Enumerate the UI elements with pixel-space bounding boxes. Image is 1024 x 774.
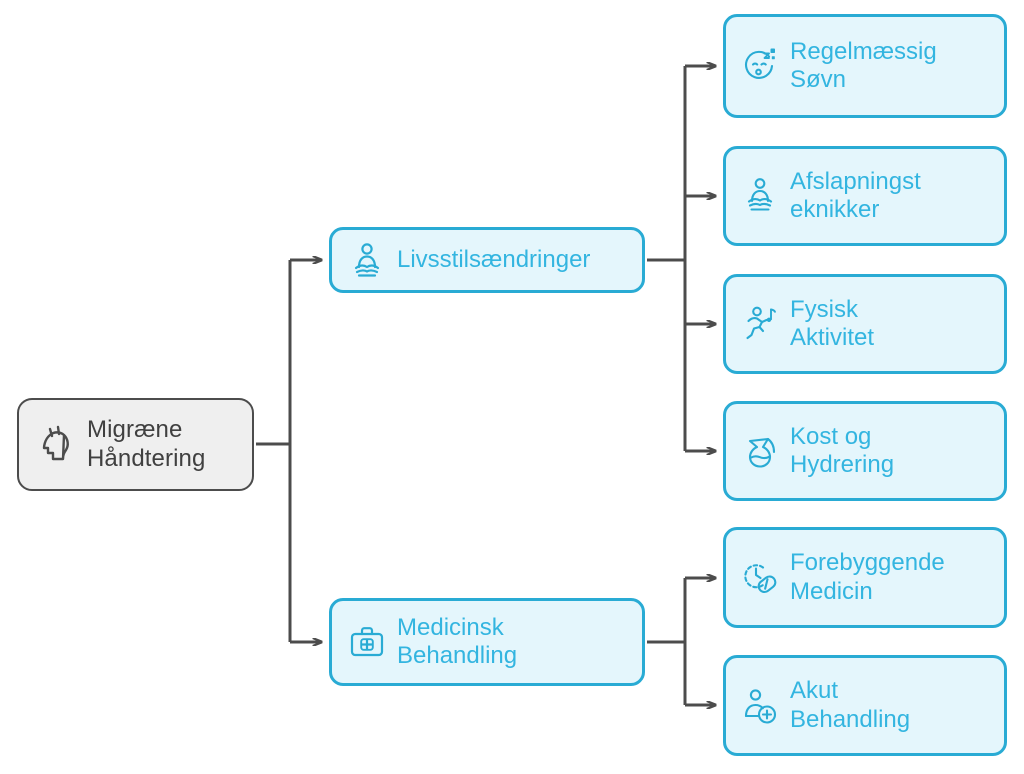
node-leaf-label: Forebyggende Medicin bbox=[790, 549, 945, 605]
sleeping-face-icon bbox=[741, 45, 779, 87]
node-leaf-afslapningsteknikker[interactable]: Afslapningst eknikker bbox=[723, 146, 1007, 246]
node-leaf-fysisk-aktivitet[interactable]: Fysisk Aktivitet bbox=[723, 274, 1007, 374]
node-leaf-label: Regelmæssig Søvn bbox=[790, 37, 937, 93]
patient-plus-icon bbox=[741, 685, 779, 727]
clock-pill-icon bbox=[741, 557, 779, 599]
node-leaf-kost-og-hydrering[interactable]: Kost og Hydrering bbox=[723, 401, 1007, 501]
node-branch-medicinsk-behandling[interactable]: Medicinsk Behandling bbox=[329, 598, 645, 686]
node-leaf-regelmaessig-soevn[interactable]: Regelmæssig Søvn bbox=[723, 14, 1007, 118]
node-leaf-label: Akut Behandling bbox=[790, 677, 911, 733]
first-aid-kit-icon bbox=[349, 622, 385, 662]
node-branch-livsstilsaendringer[interactable]: Livsstilsændringer bbox=[329, 227, 645, 293]
node-leaf-label: Afslapningst eknikker bbox=[790, 167, 921, 223]
node-leaf-forebyggende-medicin[interactable]: Forebyggende Medicin bbox=[723, 527, 1007, 628]
node-leaf-label: Kost og Hydrering bbox=[790, 422, 895, 478]
node-root-label: Migræne Håndtering bbox=[87, 416, 206, 472]
head-migraine-icon bbox=[35, 422, 77, 468]
meditating-person-icon bbox=[349, 240, 385, 280]
node-leaf-akut-behandling[interactable]: Akut Behandling bbox=[723, 655, 1007, 756]
node-leaf-label: Fysisk Aktivitet bbox=[790, 295, 875, 351]
meditation-lotus-icon bbox=[741, 175, 779, 217]
running-person-music-icon bbox=[741, 303, 779, 345]
node-branch-label: Livsstilsændringer bbox=[397, 245, 591, 273]
water-pitcher-icon bbox=[741, 430, 779, 472]
node-branch-label: Medicinsk Behandling bbox=[397, 613, 518, 669]
node-root-migraene-haandtering[interactable]: Migræne Håndtering bbox=[17, 398, 254, 491]
